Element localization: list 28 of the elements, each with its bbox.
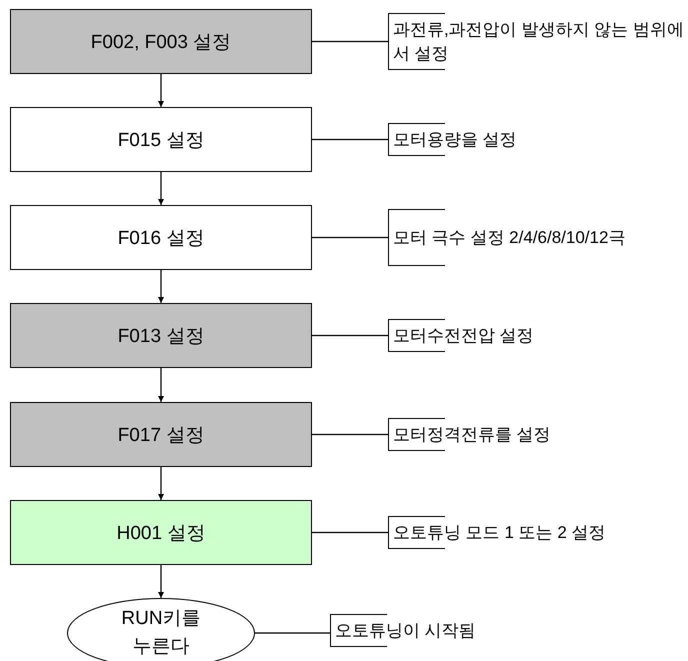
callout-text: 과전류,과전압이 발생하지 않는 범위에서 설정 xyxy=(393,18,685,64)
arrow xyxy=(158,74,164,107)
callout-text: 오토튜닝이 시작됨 xyxy=(335,620,476,642)
callout-text: 모터정격전류를 설정 xyxy=(393,424,551,446)
arrow xyxy=(158,172,164,205)
arrow xyxy=(158,368,164,402)
process-box: F013 설정 xyxy=(10,303,312,368)
leader-line xyxy=(312,334,388,336)
callout-bracket xyxy=(388,209,628,266)
leader-line xyxy=(312,532,388,534)
arrow xyxy=(158,565,164,598)
process-box: F002, F003 설정 xyxy=(10,9,312,74)
process-box: F015 설정 xyxy=(10,107,312,172)
leader-line xyxy=(312,40,388,42)
callout-text: 모터 극수 설정 2/4/6/8/10/12극 xyxy=(393,226,626,248)
arrow xyxy=(158,467,164,500)
process-box: F017 설정 xyxy=(10,402,312,467)
process-box: F016 설정 xyxy=(10,205,312,270)
leader-line xyxy=(312,138,388,140)
callout-text: 모터용량을 설정 xyxy=(393,128,517,150)
leader-line xyxy=(254,632,330,634)
leader-line xyxy=(312,434,388,436)
process-box: H001 설정 xyxy=(10,500,312,565)
leader-line xyxy=(312,236,388,238)
callout-text: 오토튜닝 모드 1 또는 2 설정 xyxy=(393,522,606,544)
terminal-oval: RUN키를 누른다 xyxy=(67,598,255,661)
callout-text: 모터수전전압 설정 xyxy=(393,324,534,346)
arrow xyxy=(158,270,164,303)
